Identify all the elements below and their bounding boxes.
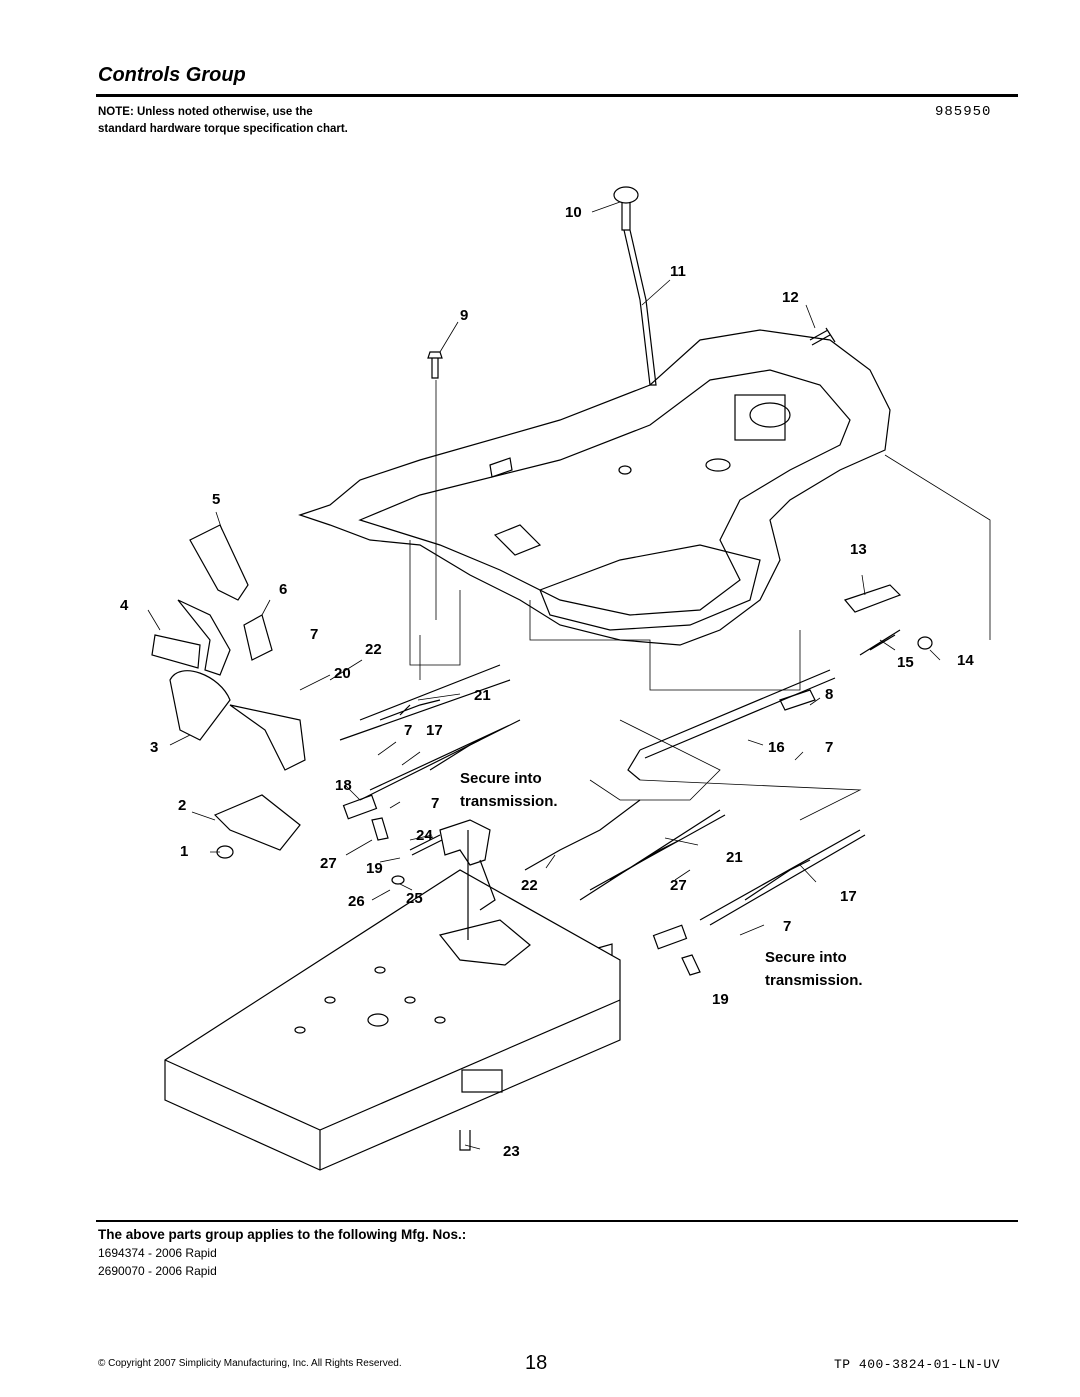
callout-label: 7: [825, 739, 833, 756]
callout-label: 26: [348, 893, 365, 910]
callout-label: 15: [897, 654, 914, 671]
secure-note-top-line1: Secure into: [460, 770, 542, 787]
callout-label: 19: [366, 860, 383, 877]
callout-label: 17: [426, 722, 443, 739]
page-title: Controls Group: [98, 64, 246, 86]
callout-label: 1: [180, 843, 188, 860]
cable-21-upper: [339, 664, 511, 741]
callout-label: 7: [783, 918, 791, 935]
secure-note-bottom-line1: Secure into: [765, 949, 847, 966]
torque-note: NOTE: Unless noted otherwise, use the st…: [98, 106, 348, 135]
footrest-pad: [539, 544, 761, 631]
callout-label: 12: [782, 289, 799, 306]
applies-rule: [96, 1220, 1018, 1222]
callout-label: 21: [474, 687, 491, 704]
callout-label: 7: [431, 795, 439, 812]
callout-label: 14: [957, 652, 974, 669]
cable-17-lower: [699, 829, 866, 926]
callout-label: 7: [404, 722, 412, 739]
callout-label: 18: [335, 777, 352, 794]
callout-label: 3: [150, 739, 158, 756]
document-number: TP 400-3824-01-LN-UV: [834, 1357, 1001, 1372]
secure-note-bottom-line2: transmission.: [765, 972, 863, 989]
exploded-parts-diagram: 10 11 12 9 5 6 4 7 22 20 21 3 7 17 2 18 …: [120, 186, 991, 1171]
cable-center: [524, 799, 641, 871]
callout-label: 23: [503, 1143, 520, 1160]
rod-16: [627, 669, 836, 781]
callout-label: 9: [460, 307, 468, 324]
callout-label: 22: [365, 641, 382, 658]
callout-label: 7: [310, 626, 318, 643]
pedal-5: [189, 524, 249, 601]
cable-21-lower: [579, 809, 726, 901]
callout-label: 19: [712, 991, 729, 1008]
callout-label: 17: [840, 888, 857, 905]
callout-label: 13: [850, 541, 867, 558]
upper-frame: [298, 329, 891, 646]
secure-note-top-line2: transmission.: [460, 793, 558, 810]
callout-label: 11: [670, 263, 686, 280]
callout-label: 27: [320, 855, 337, 872]
callout-label: 16: [768, 739, 785, 756]
mfg-number-item: 2690070 - 2006 Rapid: [98, 1264, 217, 1278]
callout-label: 21: [726, 849, 743, 866]
title-rule: [96, 94, 1018, 97]
copyright-notice: © Copyright 2007 Simplicity Manufacturin…: [98, 1358, 402, 1369]
page-number: 18: [525, 1352, 548, 1374]
cable-17-upper: [359, 719, 521, 801]
transmission-plate: [164, 869, 621, 1171]
callout-label: 24: [416, 827, 433, 844]
applies-heading: The above parts group applies to the fol…: [98, 1227, 467, 1242]
callout-label: 6: [279, 581, 287, 598]
callout-label: 5: [212, 491, 220, 508]
callout-label: 20: [334, 665, 351, 682]
transmission-notes: Secure into transmission. Secure into tr…: [460, 770, 863, 989]
callout-numbers: 10 11 12 9 5 6 4 7 22 20 21 3 7 17 2 18 …: [120, 204, 974, 1160]
drawing-number: 985950: [935, 104, 992, 120]
callout-label: 27: [670, 877, 687, 894]
callout-label: 2: [178, 797, 186, 814]
callout-label: 8: [825, 686, 833, 703]
callout-label: 4: [120, 597, 129, 614]
callout-label: 10: [565, 204, 582, 221]
pedal-6: [243, 614, 273, 661]
callout-label: 25: [406, 890, 423, 907]
callout-label: 22: [521, 877, 538, 894]
mfg-number-item: 1694374 - 2006 Rapid: [98, 1246, 217, 1260]
pedal-4: [151, 634, 201, 669]
